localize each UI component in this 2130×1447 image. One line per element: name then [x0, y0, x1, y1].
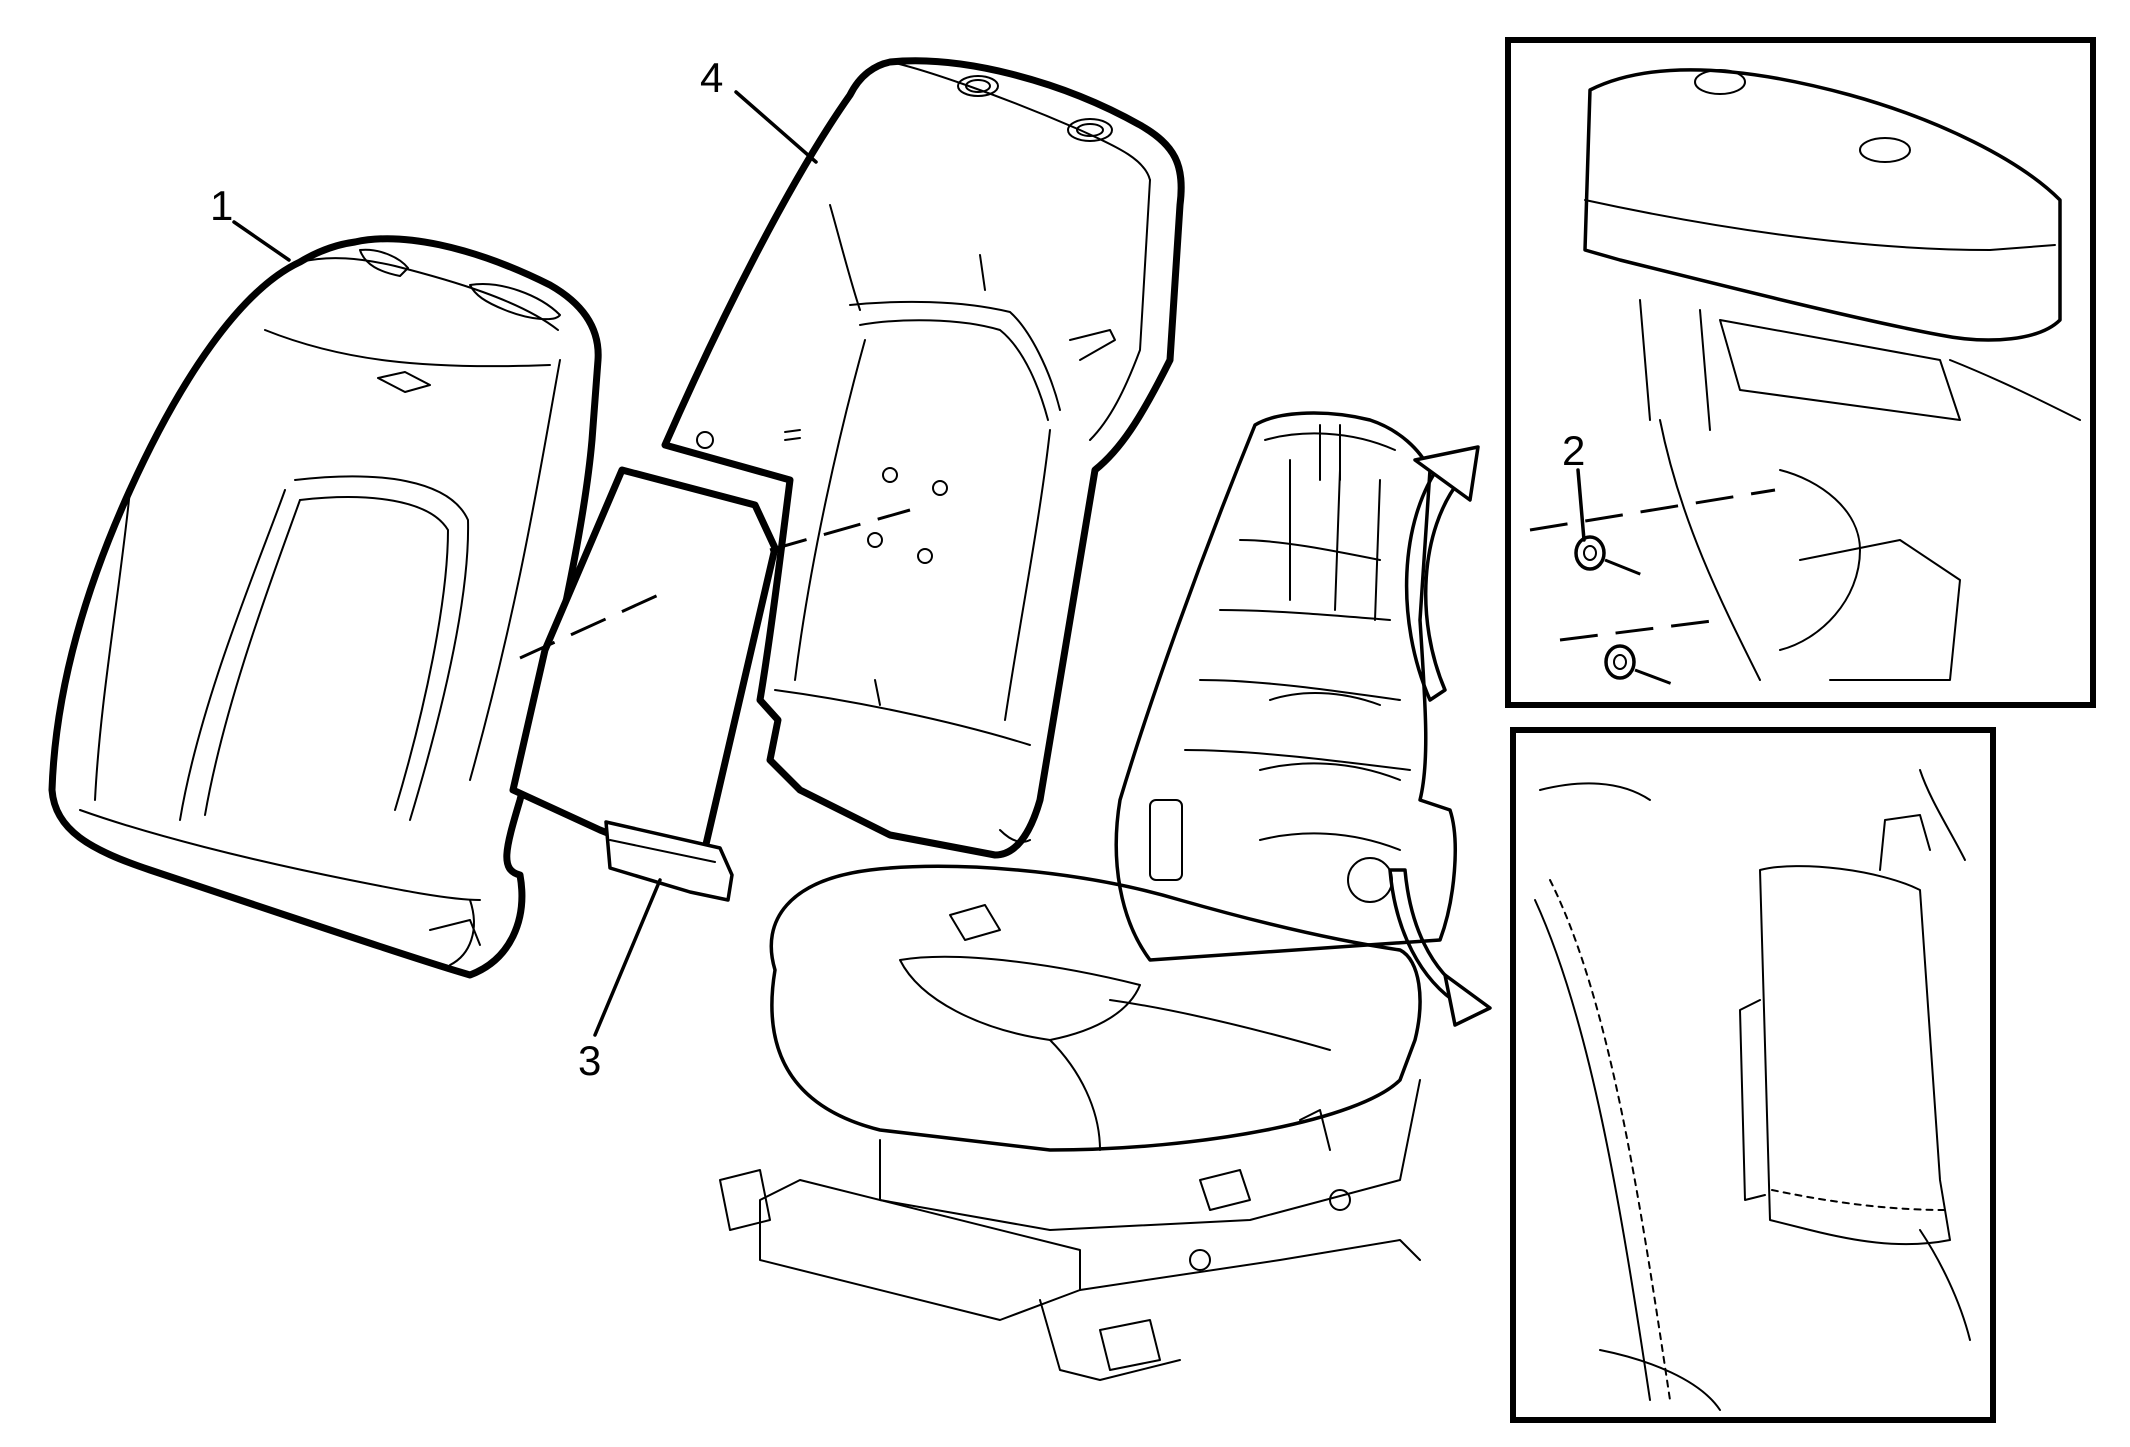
inset-top	[1505, 37, 2096, 708]
leader-lines	[232, 90, 1586, 1037]
leader-4	[734, 90, 818, 164]
callout-1: 1	[210, 182, 233, 229]
leader-2	[1576, 468, 1586, 542]
leader-3	[593, 878, 662, 1037]
callout-3: 3	[578, 1037, 601, 1084]
callout-2: 2	[1562, 427, 1585, 474]
seat-assembly	[719, 411, 1492, 1381]
leader-1	[232, 220, 291, 262]
callout-4: 4	[700, 54, 723, 101]
part-3-back-panel	[509, 466, 779, 902]
part-1-seatback-cover	[48, 235, 602, 979]
inset-bottom	[1510, 727, 1996, 1423]
part-4-seatback-panel	[661, 57, 1185, 859]
alignment-lines	[519, 508, 911, 660]
